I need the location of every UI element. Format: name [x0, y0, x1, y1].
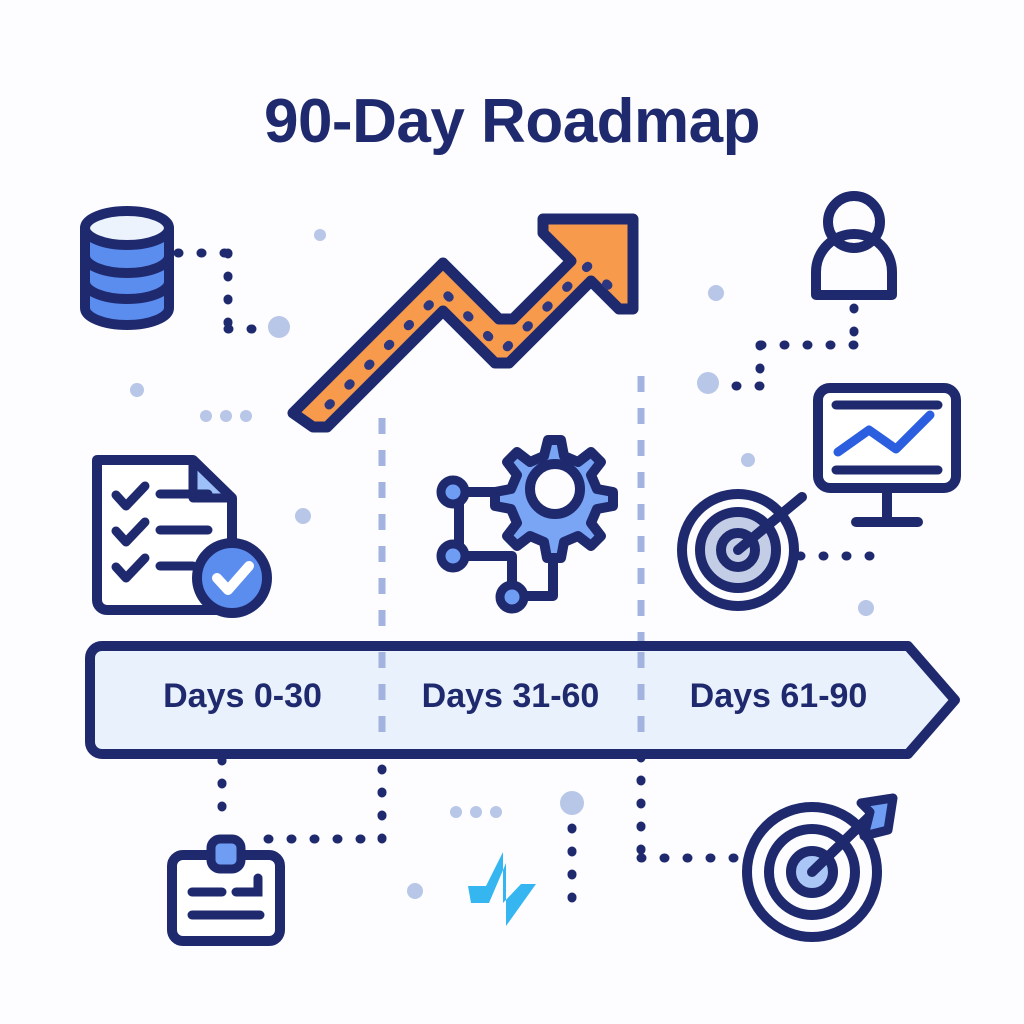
gear-workflow-icon: [436, 435, 618, 614]
growth-arrow-icon: [287, 213, 639, 433]
connector-final-target: [636, 752, 753, 863]
timeline-segment-days-61-90[interactable]: Days 61-90: [689, 677, 868, 715]
target-dial-icon: [677, 489, 807, 611]
page-title: 90-Day Roadmap: [263, 87, 761, 156]
timeline-banner[interactable]: [85, 641, 960, 759]
id-badge-icon: [167, 834, 285, 946]
timeline-segment-days-0-30[interactable]: Days 0-30: [163, 677, 322, 715]
target-dart-icon: [742, 793, 898, 942]
gear-icon: [490, 435, 618, 563]
user-icon: [811, 191, 897, 300]
connector-database: [173, 248, 279, 334]
presentation-chart-icon: [813, 383, 961, 527]
check-badge-icon: [192, 538, 272, 618]
connector-badge: [217, 752, 387, 844]
database-icon: [80, 206, 174, 330]
timeline-segment-days-31-60[interactable]: Days 31-60: [421, 677, 600, 715]
phase-divider-lines: [378, 376, 645, 648]
decorative-dots: [130, 229, 874, 899]
connector-user: [728, 303, 859, 391]
pulse-bolt-icon: [468, 852, 536, 926]
